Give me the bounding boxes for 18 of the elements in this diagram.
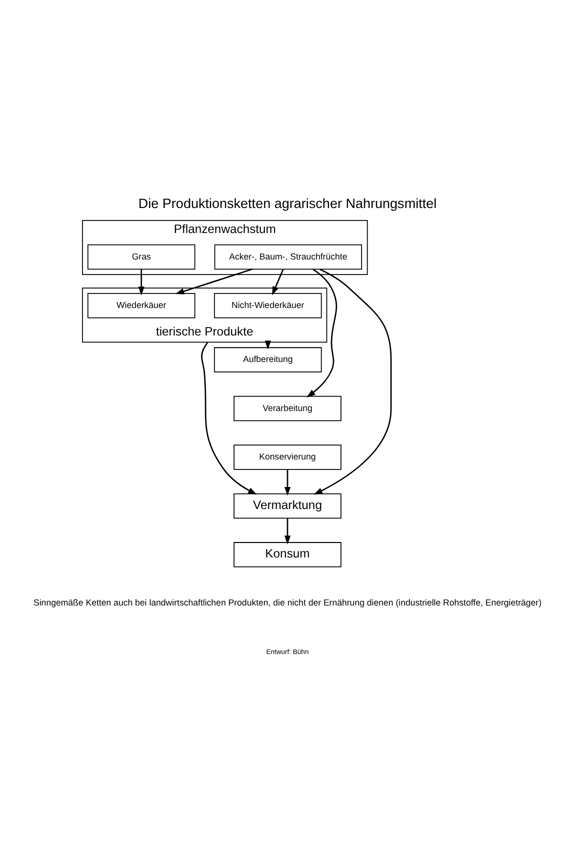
caption: Sinngemäße Ketten auch bei landwirtschaftlichen Produkten, die nicht der Ernährung dienen (industrielle Rohstoffe, Energieträger) bbox=[34, 598, 542, 608]
node-box: Konsum bbox=[234, 542, 342, 568]
node-box: Acker-, Baum-, Strauchfrüchte bbox=[214, 244, 362, 270]
node-box: Aufbereitung bbox=[214, 347, 322, 372]
node-box: Wiederkäuer bbox=[87, 293, 196, 318]
node-box: Nicht-Wiederkäuer bbox=[214, 293, 322, 318]
node-box: Verarbeitung bbox=[234, 396, 342, 422]
arrow bbox=[314, 268, 392, 495]
node-box: Vermarktung bbox=[234, 493, 342, 519]
node-box: Gras bbox=[87, 244, 196, 270]
arrow bbox=[138, 269, 144, 296]
arrow bbox=[306, 268, 338, 398]
arrow bbox=[272, 269, 284, 296]
node-box: Konservierung bbox=[234, 444, 342, 470]
arrow bbox=[284, 518, 291, 544]
arrow bbox=[175, 268, 253, 294]
diagram-title: Die Produktionsketten agrarischer Nahrungsmittel bbox=[138, 196, 437, 212]
arrow bbox=[284, 470, 291, 496]
